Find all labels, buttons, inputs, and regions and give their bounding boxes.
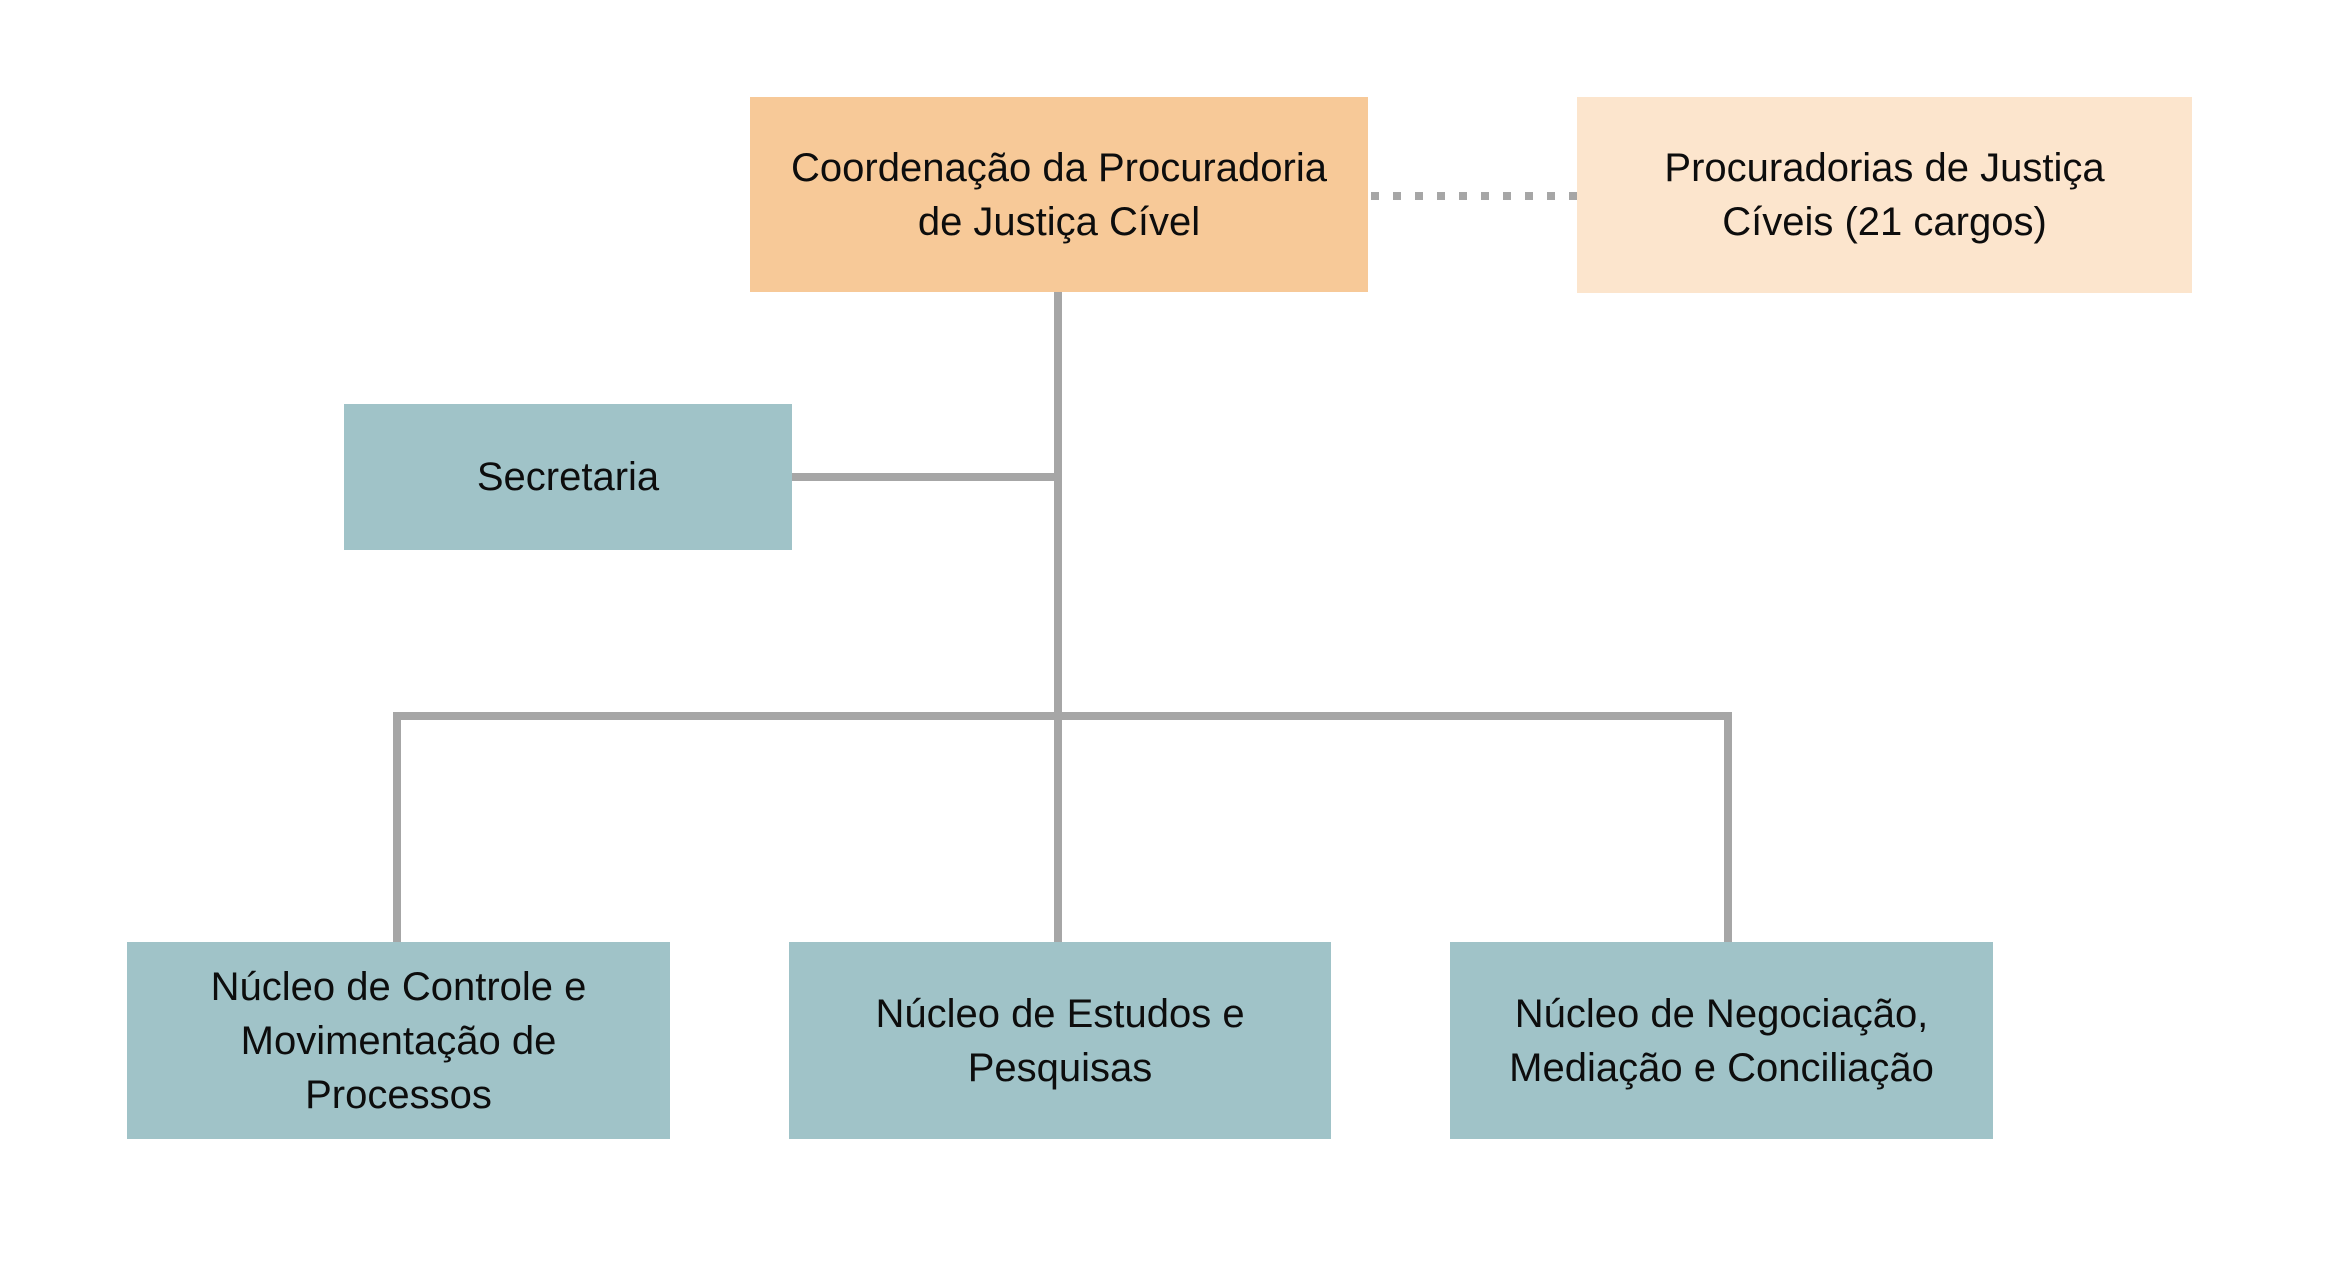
- node-nucleo-controle-label: Núcleo de Controle e Movimentação de Pro…: [210, 964, 587, 1117]
- connector-dotted-procuradorias: [1371, 192, 1577, 200]
- connector-children-horizontal-bar: [393, 712, 1732, 720]
- node-procuradorias-label: Procuradorias de Justiça Cíveis (21 carg…: [1664, 146, 2105, 244]
- connector-secretaria-horizontal: [792, 473, 1054, 481]
- connector-drop-nucleo-controle: [393, 712, 401, 942]
- node-coordenacao-label: Coordenação da Procuradoria de Justiça C…: [791, 145, 1327, 244]
- node-nucleo-estudos-label: Núcleo de Estudos e Pesquisas: [875, 991, 1245, 1090]
- node-secretaria: Secretaria: [344, 404, 792, 550]
- node-procuradorias: Procuradorias de Justiça Cíveis (21 carg…: [1577, 97, 2192, 293]
- node-nucleo-estudos: Núcleo de Estudos e Pesquisas: [789, 942, 1331, 1139]
- node-nucleo-negociacao: Núcleo de Negociação, Mediação e Concili…: [1450, 942, 1993, 1139]
- node-nucleo-negociacao-label: Núcleo de Negociação, Mediação e Concili…: [1509, 991, 1934, 1090]
- node-coordenacao: Coordenação da Procuradoria de Justiça C…: [750, 97, 1368, 292]
- connector-root-vertical: [1054, 292, 1062, 716]
- node-secretaria-label: Secretaria: [476, 455, 660, 499]
- node-nucleo-controle: Núcleo de Controle e Movimentação de Pro…: [127, 942, 670, 1139]
- connector-drop-nucleo-negociacao: [1724, 712, 1732, 942]
- connector-drop-nucleo-estudos: [1054, 712, 1062, 942]
